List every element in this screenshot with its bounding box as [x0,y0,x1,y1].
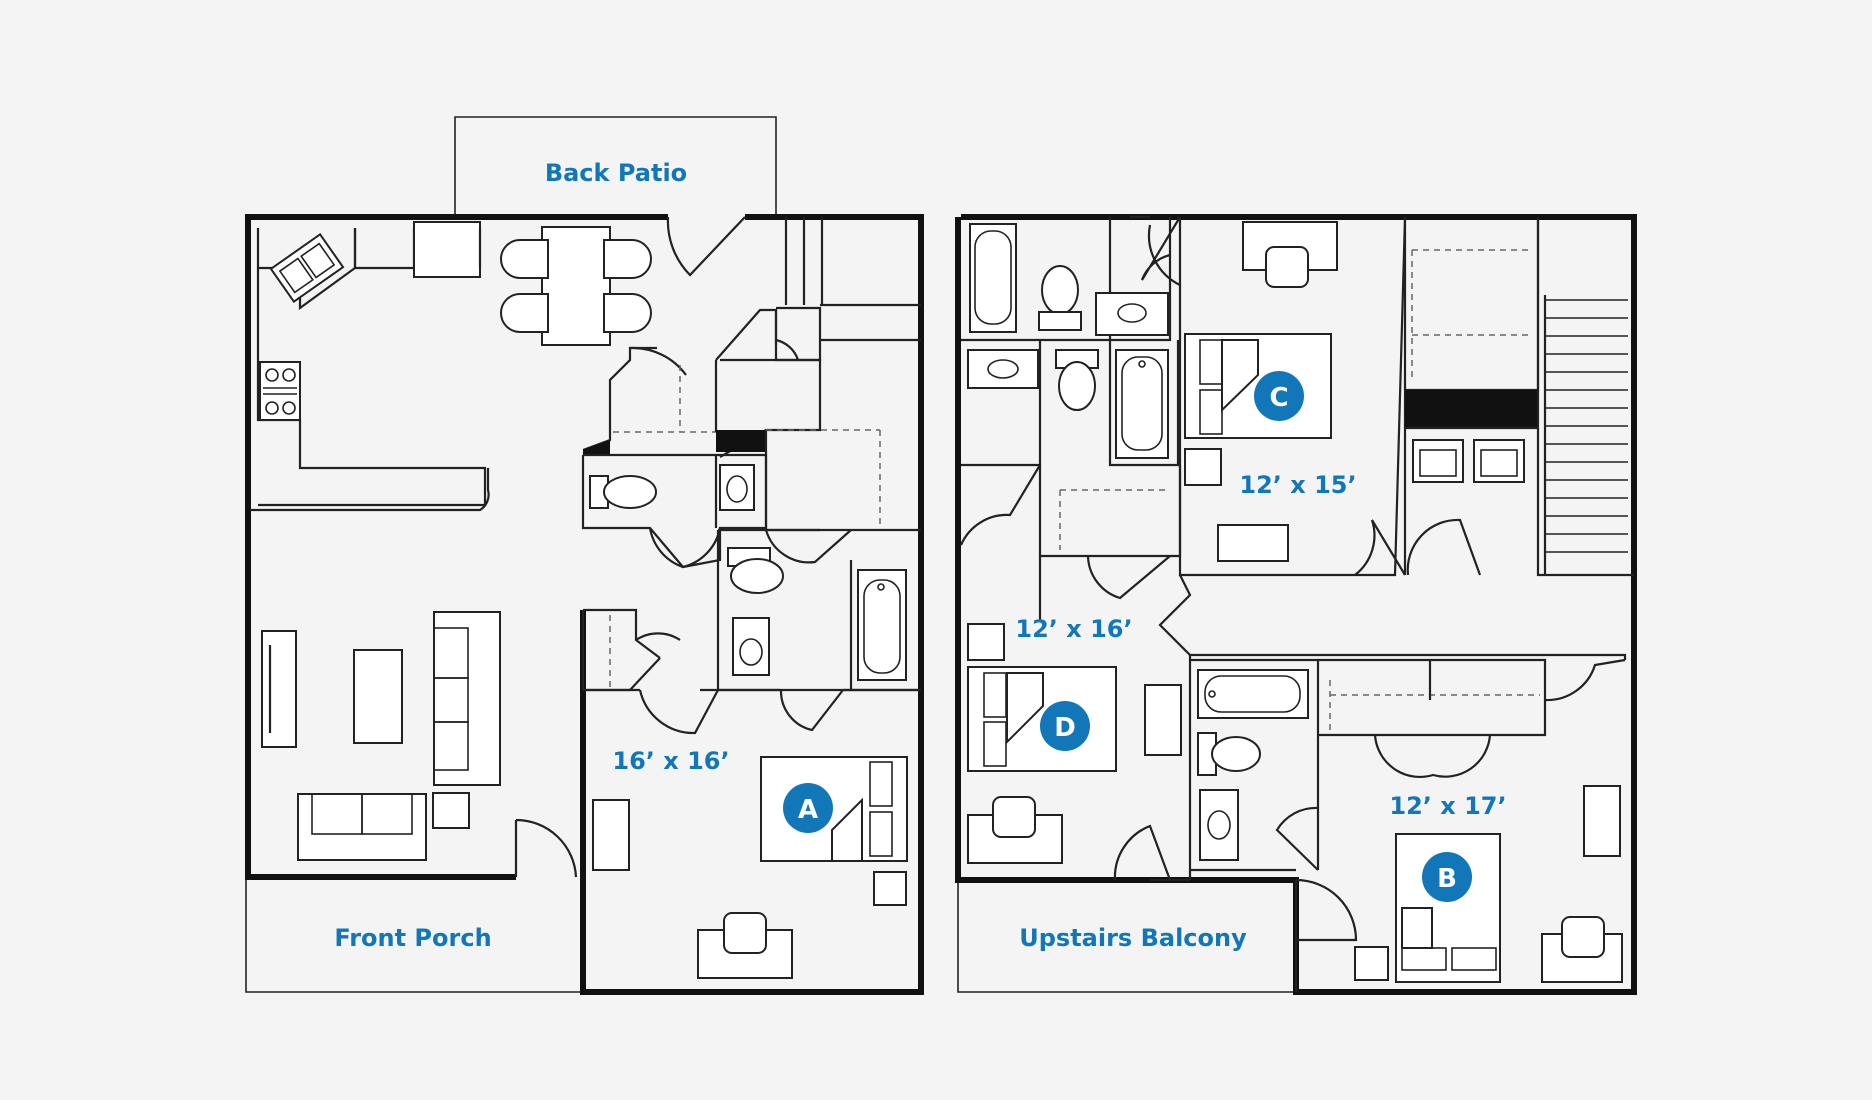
bedroom-c-size: 12’ x 15’ [1239,471,1356,499]
nightstand-icon [1184,448,1222,486]
sink-icon [1095,292,1169,336]
bedroom-a-size: 16’ x 16’ [612,747,729,775]
bedroom-d-size: 12’ x 16’ [1015,615,1132,643]
toilet-icon [1055,349,1099,411]
bedroom-b-size: 12’ x 17’ [1389,792,1506,820]
sink-icon [967,349,1039,389]
dresser-icon [1583,785,1621,857]
bed-a-icon [760,756,908,862]
sink-icon [732,617,770,676]
dryer-icon [1473,439,1525,483]
kitchen-sink-icon [269,233,345,303]
bedroom-c-badge: C [1254,371,1304,421]
coffee-table-icon [353,649,403,744]
front-porch-label: Front Porch [334,924,491,952]
main-floor: A 16’ x 16’ [245,214,924,995]
bedroom-b-badge: B [1422,852,1472,902]
nightstand-icon [1354,946,1389,981]
stove-icon [259,361,301,421]
desk-icon [967,796,1063,864]
back-patio-label: Back Patio [545,159,687,187]
sofa-icon [433,611,501,786]
ottoman-icon [432,792,470,829]
bedroom-a-badge-text: A [798,795,818,825]
loveseat-icon [297,793,427,861]
dresser-icon [1144,684,1182,756]
bedroom-d-badge: D [1040,701,1090,751]
stairs [1536,217,1634,577]
front-porch: Front Porch [245,880,583,993]
sink-icon [719,464,755,511]
tv-console-icon [261,630,297,748]
upstairs-balcony: Upstairs Balcony [957,880,1296,993]
bathtub-icon [857,569,907,681]
toilet-icon [727,547,784,594]
desk-icon [697,912,793,979]
upper-floor: C 12’ x 15’ [955,214,1637,995]
dresser-icon [1217,524,1289,562]
washer-icon [1412,439,1464,483]
bathtub-icon [969,223,1017,333]
dining-table-icon [500,226,652,346]
desk-icon [1242,221,1338,288]
toilet-icon [1197,732,1261,776]
bathtub-icon [1197,669,1309,719]
nightstand-icon [967,623,1005,661]
bedroom-b-badge-text: B [1437,864,1457,894]
bedroom-c-badge-text: C [1269,383,1288,413]
bathtub-icon [1115,349,1169,459]
nightstand-icon [873,871,907,906]
dresser-icon [592,799,630,871]
bedroom-a-badge: A [783,783,833,833]
bedroom-d-badge-text: D [1054,713,1076,743]
toilet-icon [589,475,657,509]
back-patio: Back Patio [454,116,777,217]
desk-icon [1541,916,1623,983]
upstairs-balcony-label: Upstairs Balcony [1019,924,1247,952]
toilet-icon [1038,265,1082,331]
sink-icon [1199,789,1239,861]
